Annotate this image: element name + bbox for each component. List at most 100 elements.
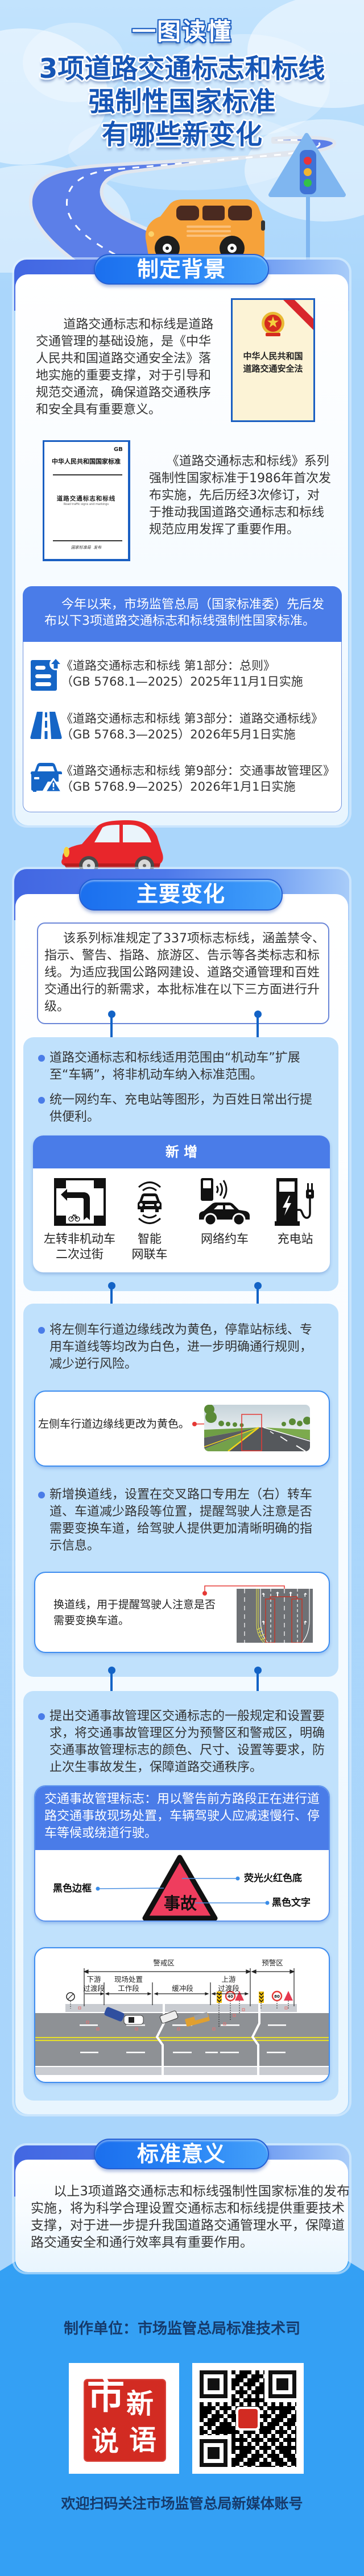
speed-limit-sign-icon: 40 80 [225,1990,283,2002]
logo-char: 新 [126,2388,154,2420]
change-group-3: 提出交通事故管理区交通标志的一般规定和设置要 求，将交通事故管理区分为预警区和警… [23,1691,338,2101]
standard-name: 《道路交通标志和标线 第9部分：交通事故管理区》 [61,764,336,778]
label-fluorescent-red-background: 荧光火红色底 [244,1873,302,1884]
header-illustration [0,0,364,273]
end-speed-limit-sign-icon [66,1992,75,2001]
law-book-cover-image: 中华人民共和国 道路交通安全法 [231,298,315,422]
section-title-significance: 标准意义 [94,2139,269,2169]
left-turn-bicycle-sign-icon [54,1178,106,1226]
car-warning-icon [31,763,63,792]
yellow-edge-line-photo [204,1405,310,1451]
accident-sign-description: 交通事故管理标志：用以警告前方路段正在进行道 路交通事故现场处置，车辆驾驶人应减… [44,1792,320,1840]
standard-detail: （GB 5768.3—2025）2026年5月1日实施 [61,728,296,741]
zone-label-warning: 预警区 [262,1959,283,1967]
book-title: 中华人民共和国 道路交通安全法 [243,351,303,374]
segment-label: 过渡段 [218,1984,239,1993]
standard-item: 《道路交通标志和标线 第9部分：交通事故管理区》 （GB 5768.9—2025… [23,763,341,797]
bullet-text: 统一网约车、充电站等图形，为百姓日常出行提 供便利。 [49,1093,313,1124]
background-intro-paragraph: 道路交通标志和标线是道路 交通管理的基础设施，是《中华 人民共和国道路交通安全法… [36,318,214,417]
new-symbols-title: 新 增 [33,1135,330,1168]
bullet-text: 新增换道线，设置在交叉路口专用左（右）转车 道、车道减少路段等位置，提醒驾驶人注… [49,1488,313,1553]
kicker-title: 一图读懂 [131,18,232,45]
announcement-box: 今年以来，市场监管总局（国家标准委）先后发 布以下3项道路交通标志和标线强制性国… [23,586,342,642]
logo-char: 语 [129,2424,157,2456]
figure-caption: 左侧车行道边缘线更改为黄色。 [38,1418,190,1430]
road-lanes-icon [30,712,62,739]
history-paragraph: 《道路交通标志和标线》系列 强制性国家标准于1986年首次发 布实施，先后历经3… [149,454,331,537]
figure-caption: 换道线，用于提醒驾驶人注意是否 需要变换车道。 [53,1598,216,1627]
vehicles [104,2007,210,2027]
logo-char: 市 [87,2373,125,2418]
section-title-changes: 主要变化 [79,879,283,911]
qr-finder-patterns [200,2370,296,2467]
new-symbol-label: 充电站 [277,1232,313,1246]
speed-limit-value: 80 [274,1994,280,1999]
ride-hailing-icon [199,1178,250,1226]
gb-standard-cover-image: GB 中华人民共和国国家标准 道路交通标志和标线 Road traffic si… [43,440,130,561]
traffic-light-sign [268,133,346,273]
gb-cover-header: 中华人民共和国国家标准 [52,458,121,465]
gb-cover-title: 道路交通标志和标线 [56,495,116,502]
new-symbol-label: 左转非机动车 二次过街 [44,1232,115,1261]
change-group-2: 将左侧车行道边缘线改为黄色，停靠站标线、专 用车道线等均改为白色，进一步明确通行… [23,1304,338,1677]
segment-label: 过渡段 [83,1984,105,1993]
label-black-text: 黑色文字 [272,1897,311,1909]
changes-intro-box: 该系列标准规定了337项标志标线，涵盖禁令、 指示、警告、指路、旅游区、告示等各… [37,922,329,1024]
qr-center-logo [238,2409,258,2428]
section-body [15,2160,348,2272]
significance-text: 以上3项道路交通标志和标线强制性国家标准的发布 实施，将为科学合理设置交通标志和… [31,2184,350,2250]
lane-change-line-figure: 换道线，用于提醒驾驶人注意是否 需要变换车道。 [34,1572,330,1653]
document-upload-icon [31,658,62,691]
lane-change-diagram [237,1589,313,1643]
bullet-icon [38,1097,45,1104]
orange-car [145,199,265,261]
bullet-icon [38,1327,45,1334]
new-symbols-card: 新 增 [33,1135,330,1272]
bullet-text: 提出交通事故管理区交通标志的一般规定和设置要 求，将交通事故管理区分为预警区和警… [49,1709,325,1775]
changes-intro-text: 该系列标准规定了337项标志标线，涵盖禁令、 指示、警告、指路、旅游区、告示等各… [44,932,325,1014]
segment-label: 现场处置 [114,1975,143,1984]
announcement-text: 今年以来，市场监管总局（国家标准委）先后发 布以下3项道路交通标志和标线强制性国… [44,598,325,628]
main-title: 3项道路交通标志和标线 强制性国家标准 有哪些新变化 [39,53,325,151]
standard-name: 《道路交通标志和标线 第1部分：总则》 [61,659,276,673]
national-emblem-icon [262,312,284,336]
standard-item: 《道路交通标志和标线 第3部分：道路交通标线》 （GB 5768.3—2025）… [23,711,341,745]
label-black-border: 黑色边框 [53,1883,92,1894]
red-car-illustration [61,820,163,875]
logo-seal: 市 新 说 语 [85,2373,165,2461]
accident-management-zone-diagram: 40 80 警戒区 预警区 下游 过渡 [35,1959,329,2075]
bullet-icon [38,1492,45,1498]
yellow-edge-line-figure: 左侧车行道边缘线更改为黄色。 [34,1391,330,1467]
speed-limit-value: 40 [228,1994,233,1999]
standard-item: 《道路交通标志和标线 第1部分：总则》 （GB 5768.1—2025）2025… [23,658,341,692]
footer [0,2247,364,2576]
charging-station-icon [275,1178,314,1226]
segment-label: 下游 [86,1975,101,1984]
change-group-1: 道路交通标志和标线适用范围由“机动车”扩展 至“车辆”，将非机动车纳入标准范围。… [23,1037,338,1291]
follow-prompt: 欢迎扫码关注市场监管总局新媒体账号 [61,2495,303,2512]
new-symbol-label: 网络约车 [201,1232,249,1246]
qr-code-image [200,2370,296,2467]
qr-code [192,2363,304,2474]
zone-label-alert: 警戒区 [153,1959,175,1967]
standard-name: 《道路交通标志和标线 第3部分：道路交通标线》 [61,712,324,725]
standards-list: 《道路交通标志和标线 第1部分：总则》 （GB 5768.1—2025）2025… [23,642,342,812]
standard-detail: （GB 5768.1—2025）2025年11月1日实施 [61,675,303,688]
winding-road [28,136,336,273]
road-photo [204,1405,310,1451]
zone-brackets [83,1968,295,2006]
connected-car-icon [138,1181,162,1224]
accident-triangle-sign-icon [235,1991,293,2001]
gb-mark: GB [114,446,123,453]
chevron-sign-icon [217,1992,264,2003]
bullet-icon [38,1055,45,1062]
gb-cover-publisher: 国家标准局 发布 [71,545,102,550]
standard-detail: （GB 5768.9—2025）2026年1月1日实施 [61,780,296,794]
bullet-text: 道路交通标志和标线适用范围由“机动车”扩展 至“车辆”，将非机动车纳入标准范围。 [49,1051,300,1082]
divider [53,540,122,541]
accident-sign-diagram: 事故 [96,1855,270,1920]
account-logo: 市 新 说 语 [69,2363,179,2474]
divider [53,474,122,475]
section-title-background: 制定背景 [94,254,269,285]
bullet-icon [38,1713,45,1720]
